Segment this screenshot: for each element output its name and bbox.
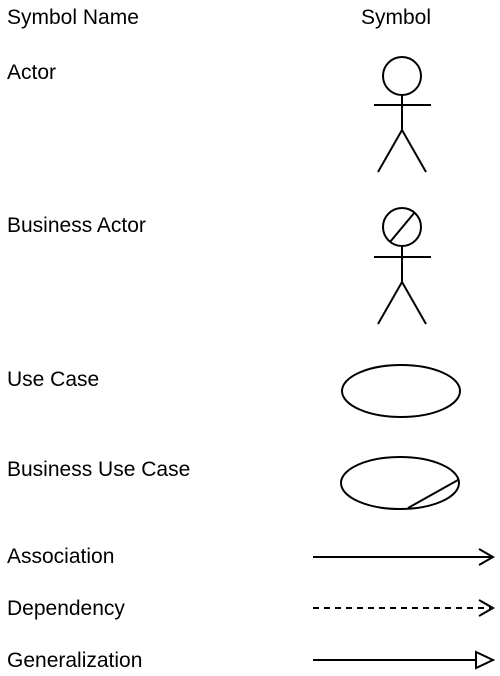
row-label-business-actor: Business Actor <box>7 214 146 237</box>
row-label-generalization: Generalization <box>7 649 143 672</box>
dependency-arrow-icon <box>313 599 496 617</box>
use-case-icon <box>341 364 461 418</box>
actor-icon <box>374 56 431 173</box>
business-actor-icon <box>374 207 431 325</box>
row-label-actor: Actor <box>7 61 57 84</box>
generalization-arrow-icon <box>313 650 496 670</box>
header-symbol-name: Symbol Name <box>7 6 139 29</box>
header-symbol: Symbol <box>361 6 432 29</box>
row-label-business-use-case: Business Use Case <box>7 458 191 481</box>
row-label-association: Association <box>7 545 115 568</box>
business-use-case-icon <box>340 456 460 510</box>
association-arrow-icon <box>313 548 496 566</box>
row-label-use-case: Use Case <box>7 368 100 391</box>
row-label-dependency: Dependency <box>7 597 125 620</box>
